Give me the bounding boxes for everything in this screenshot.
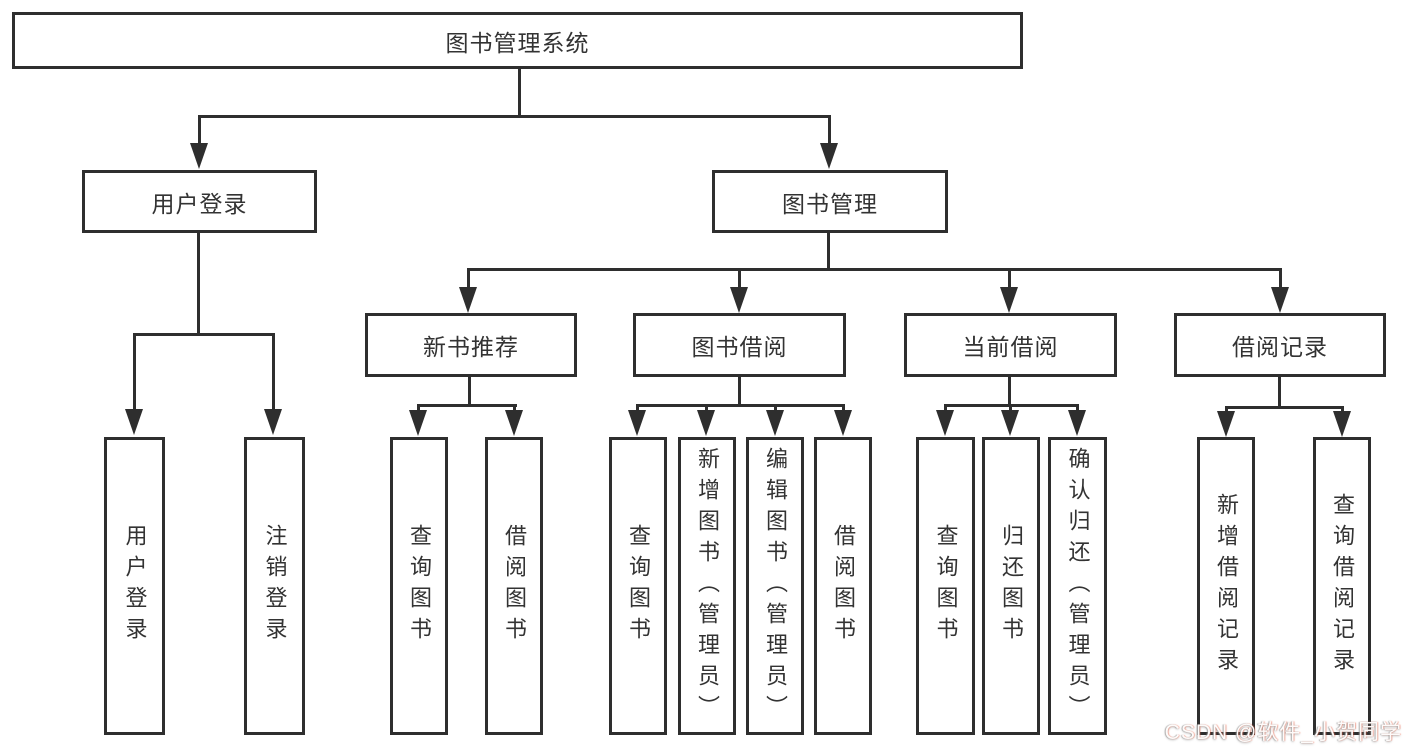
arrow-down-icon	[1217, 411, 1235, 437]
node-new-book-recommend: 新书推荐	[365, 313, 577, 377]
leaf-edit-books-admin: 编辑图书（管理员）	[746, 437, 804, 735]
edge-new-books-bar	[417, 404, 517, 407]
arrow-down-icon	[834, 410, 852, 436]
edge-drop-user-login	[198, 115, 201, 144]
node-label: 图书管理系统	[445, 29, 590, 56]
arrow-down-icon	[125, 409, 143, 435]
arrow-down-icon	[505, 410, 523, 436]
edge-drop-logout-leaf	[272, 333, 275, 410]
leaf-label: 新增图书（管理员）	[695, 446, 720, 726]
edge-borrow-records-stem	[1278, 377, 1281, 408]
leaf-label: 归还图书	[999, 524, 1024, 648]
edge-drop	[417, 404, 420, 412]
node-user-login: 用户登录	[82, 170, 317, 233]
edge-current-borrow-stem	[1008, 377, 1011, 406]
arrow-down-icon	[264, 409, 282, 435]
leaf-label: 注销登录	[262, 524, 288, 648]
leaf-query-books: 查询图书	[390, 437, 448, 735]
leaf-borrow-books: 借阅图书	[814, 437, 872, 735]
leaf-label: 编辑图书（管理员）	[763, 446, 788, 726]
leaf-label: 查询图书	[407, 524, 432, 648]
node-book-borrowing: 图书借阅	[633, 313, 846, 377]
arrow-down-icon	[1068, 410, 1086, 436]
edge-user-login-stem	[197, 233, 200, 335]
node-borrowing-records: 借阅记录	[1174, 313, 1386, 377]
edge-drop-new-books	[467, 268, 470, 289]
arrow-down-icon	[730, 287, 748, 313]
node-book-management: 图书管理	[712, 170, 948, 233]
leaf-add-books-admin: 新增图书（管理员）	[678, 437, 736, 735]
leaf-label: 查询借阅记录	[1330, 493, 1355, 679]
leaf-label: 借阅图书	[502, 524, 527, 648]
edge-book-mgmt-stem	[827, 233, 830, 270]
arrow-down-icon	[697, 410, 715, 436]
edge-drop	[1225, 406, 1228, 413]
leaf-user-login: 用户登录	[104, 437, 165, 735]
node-label: 图书管理	[782, 190, 878, 217]
edge-root-stem	[518, 69, 521, 117]
arrow-down-icon	[936, 410, 954, 436]
leaf-label: 用户登录	[122, 524, 148, 648]
edge-drop	[944, 404, 947, 412]
edge-drop-book-borrow	[738, 268, 741, 289]
arrow-down-icon	[820, 143, 838, 169]
leaf-query-books: 查询图书	[609, 437, 667, 735]
edge-drop	[842, 404, 845, 412]
arrow-down-icon	[628, 410, 646, 436]
leaf-borrow-books: 借阅图书	[485, 437, 543, 735]
leaf-logout: 注销登录	[244, 437, 305, 735]
edge-book-borrow-stem	[738, 377, 741, 406]
arrow-down-icon	[409, 410, 427, 436]
edge-new-books-stem	[468, 377, 471, 406]
leaf-label: 查询图书	[626, 524, 651, 648]
node-label: 借阅记录	[1232, 334, 1328, 360]
edge-drop	[1009, 404, 1012, 412]
arrow-down-icon	[1333, 411, 1351, 437]
leaf-label: 借阅图书	[831, 524, 856, 648]
edge-drop	[513, 404, 516, 412]
leaf-label: 确认归还（管理员）	[1065, 446, 1091, 726]
edge-drop	[1341, 406, 1344, 413]
leaf-add-borrow-record: 新增借阅记录	[1197, 437, 1255, 735]
node-library-management-system: 图书管理系统	[12, 12, 1023, 69]
edge-book-borrow-bar	[636, 404, 844, 407]
edge-drop-current-borrow	[1008, 268, 1011, 289]
edge-drop-login-leaf	[133, 333, 136, 410]
leaf-query-borrow-record: 查询借阅记录	[1313, 437, 1371, 735]
arrow-down-icon	[459, 287, 477, 313]
edge-drop	[1076, 404, 1079, 412]
edge-book-mgmt-bar	[467, 268, 1281, 271]
leaf-confirm-return-admin: 确认归还（管理员）	[1048, 437, 1107, 735]
node-label: 新书推荐	[423, 334, 519, 360]
leaf-label: 查询图书	[933, 524, 959, 648]
edge-drop	[636, 404, 639, 412]
leaf-label: 新增借阅记录	[1214, 493, 1239, 679]
leaf-return-books: 归还图书	[982, 437, 1040, 735]
edge-borrow-records-bar	[1225, 406, 1343, 409]
arrow-down-icon	[766, 410, 784, 436]
edge-root-bar	[198, 115, 831, 118]
leaf-query-books: 查询图书	[916, 437, 975, 735]
csdn-watermark: CSDN @软件_小贺同学	[1164, 721, 1402, 744]
arrow-down-icon	[1000, 287, 1018, 313]
edge-user-login-bar	[133, 333, 275, 336]
node-label: 图书借阅	[691, 334, 788, 360]
node-label: 用户登录	[151, 190, 248, 217]
arrow-down-icon	[1271, 287, 1289, 313]
node-current-borrowing: 当前借阅	[904, 313, 1117, 377]
edge-drop-book-mgmt	[828, 115, 831, 144]
edge-drop-borrow-records	[1279, 268, 1282, 289]
node-label: 当前借阅	[962, 334, 1059, 360]
edge-drop	[705, 404, 708, 412]
edge-drop	[774, 404, 777, 412]
arrow-down-icon	[190, 143, 208, 169]
arrow-down-icon	[1001, 410, 1019, 436]
